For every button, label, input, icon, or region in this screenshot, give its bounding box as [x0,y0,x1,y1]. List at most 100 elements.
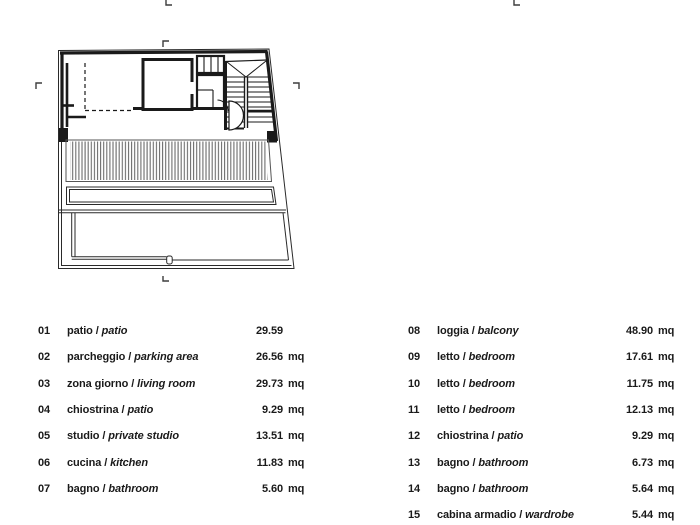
legend-column-right: 08 loggia / balcony 48.90 mq 09 letto / bedro… [408,318,680,525]
room-number: 01 [38,325,51,338]
patio-outline [59,209,289,265]
room-number: 07 [38,482,51,495]
room-number: 04 [38,404,51,417]
room-name-english: patio [497,430,524,443]
room-name-italian: zona giorno [67,377,129,390]
room-number: 05 [38,430,51,443]
area-value: 26.56 [255,351,283,364]
room-name: chiostrina / patio [437,430,593,442]
area-value: 48.90 [625,325,653,338]
room-outline [141,58,194,111]
floor-plan-drawing [35,0,520,282]
room-name-english: bathroom [108,482,159,495]
area-value: 5.64 [631,482,653,495]
room-name-english: bathroom [478,456,529,469]
room-name: chiostrina / patio [67,404,223,416]
area-unit: mq [658,430,675,443]
door-opening [190,82,195,94]
area-value: 17.61 [625,351,653,364]
area-value: 29.73 [255,377,283,390]
name-separator: / [459,404,469,417]
room-name-italian: letto [437,377,460,390]
name-separator: / [128,377,138,390]
room-name-english: parking area [134,351,199,364]
room-name: letto / bedroom [437,351,593,363]
room-name-italian: loggia [437,325,469,338]
area-value: 6.73 [631,456,653,469]
area-unit: mq [288,377,305,390]
vestibule [195,73,226,110]
room-name: bagno / bathroom [437,483,593,495]
room-name-english: patio [101,325,128,338]
area-value: 11.75 [626,377,654,390]
room-name-english: bedroom [468,404,515,417]
room-number: 08 [408,325,421,338]
room-name: bagno / bathroom [437,457,593,469]
room-name-english: living room [137,377,196,390]
name-separator: / [469,482,479,495]
area-unit: mq [658,482,675,495]
area-value: 13.51 [255,430,283,443]
legend-row: 06 cucina / kitchen 11.83 mq [38,449,310,475]
room-name-english: wardrobe [525,509,574,522]
room-name-english: patio [127,404,154,417]
area-value: 11.83 [256,456,284,469]
crop-mark [162,276,169,282]
room-name-italian: chiostrina [67,404,119,417]
name-separator: / [101,456,111,469]
room-name-english: balcony [477,325,519,338]
room-name-english: private studio [108,430,180,443]
area-unit: mq [288,482,305,495]
name-separator: / [459,377,469,390]
room-name-italian: bagno [67,482,100,495]
room-name: bagno / bathroom [67,483,223,495]
area-value: 9.29 [261,404,283,417]
room-name-italian: chiostrina [437,430,489,443]
room-name-italian: letto [437,404,460,417]
room-name-italian: parcheggio [67,351,126,364]
room-name: patio / patio [67,325,223,337]
room-name-italian: cucina [67,456,102,469]
crop-mark [162,40,169,47]
closet-dividers [203,56,219,73]
crop-mark [165,0,172,6]
outer-boundary [58,48,295,269]
area-unit: mq [658,456,675,469]
room-name: letto / bedroom [437,404,593,416]
room-name-italian: patio [67,325,93,338]
door-swing [228,100,245,131]
area-unit: mq [288,456,305,469]
room-number: 12 [408,430,421,443]
louver-hatch [65,139,273,182]
room-number: 11 [408,404,420,417]
room-name: cabina armadio / wardrobe [437,509,593,521]
name-separator: / [516,509,526,522]
area-unit: mq [658,509,675,522]
room-number: 14 [408,482,421,495]
room-number: 09 [408,351,421,364]
name-separator: / [125,351,135,364]
area-value: 5.60 [261,482,283,495]
floor-plan-svg [35,0,520,282]
room-number: 03 [38,377,51,390]
name-separator: / [99,430,109,443]
room-name-english: kitchen [110,456,148,469]
name-separator: / [468,325,478,338]
legend-row: 07 bagno / bathroom 5.60 mq [38,476,310,502]
room-number: 06 [38,456,51,469]
room-number: 02 [38,351,51,364]
room-name: parcheggio / parking area [67,351,223,363]
room-name: zona giorno / living room [67,378,223,390]
name-separator: / [459,351,469,364]
room-number: 10 [408,377,421,390]
room-name: letto / bedroom [437,378,593,390]
